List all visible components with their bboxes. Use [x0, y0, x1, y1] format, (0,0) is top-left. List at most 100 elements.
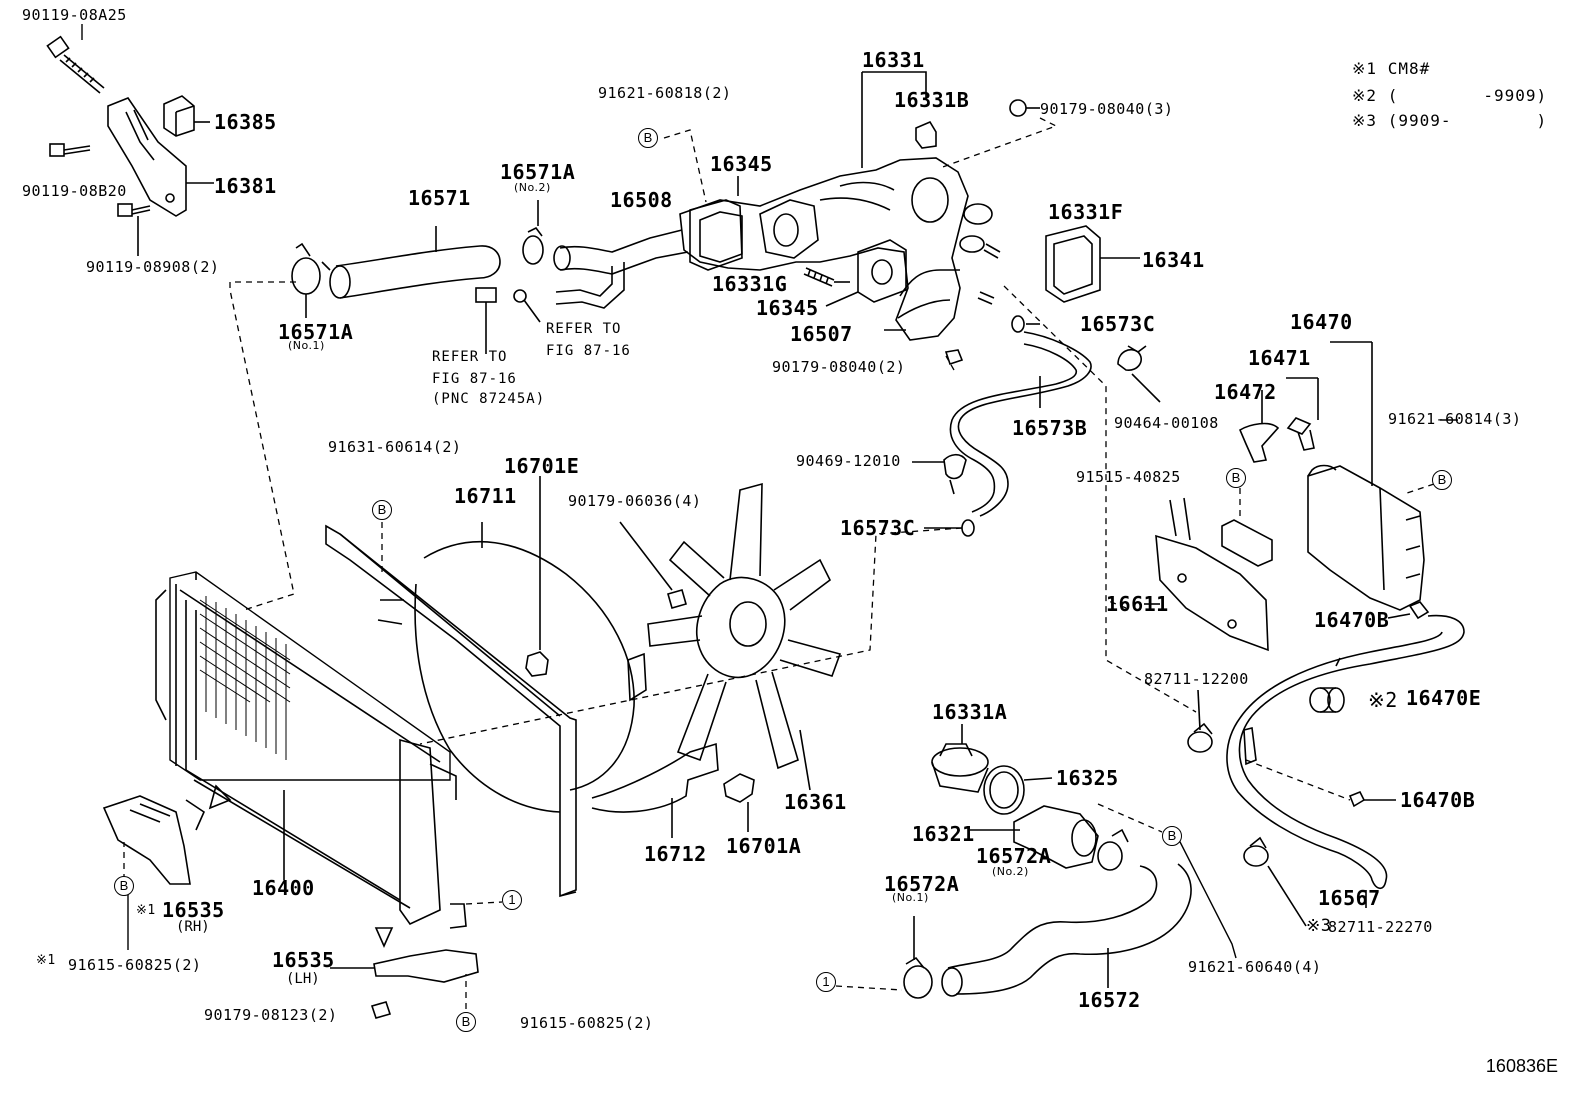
marker-b-91631-60614: B — [372, 500, 392, 520]
plug-16331B — [915, 120, 937, 149]
part-label-16571A-top: 16571A — [500, 160, 576, 184]
marker-b-91621-60640: B — [1162, 826, 1182, 846]
part-label-16345-top: 16345 — [710, 152, 773, 176]
bolt-90119-08B20 — [49, 143, 91, 157]
bracket-16701E — [525, 476, 549, 677]
part-label-16341: 16341 — [1142, 248, 1205, 272]
clamp-16572A-no1 — [903, 916, 933, 999]
marker-b-91515-40825: B — [1226, 468, 1246, 488]
legend-text: ( -9909) — [1387, 86, 1548, 105]
part-label-90464-00108: 90464-00108 — [1114, 414, 1219, 432]
legend-item-2: ※2 ( -9909) — [1352, 88, 1547, 104]
part-label-16331B: 16331B — [894, 88, 970, 112]
part-label-90179-08040-2: 90179-08040(2) — [772, 358, 906, 376]
hose-16472 — [1238, 390, 1280, 463]
part-label-16470B-mid: 16470B — [1400, 788, 1476, 812]
legend-text: (9909- ) — [1387, 111, 1548, 130]
part-label-16701A: 16701A — [726, 834, 802, 858]
ref-note-b-line3: (PNC 87245A) — [432, 391, 546, 407]
part-label-90119-08B20: 90119-08B20 — [22, 182, 127, 200]
part-sublabel-16535-lh: (LH) — [286, 971, 320, 987]
part-label-16325: 16325 — [1056, 766, 1119, 790]
ref-note-a-line1: REFER TO — [546, 321, 622, 337]
part-label-90469-12010: 90469-12010 — [796, 452, 901, 470]
part-label-91515-40825: 91515-40825 — [1076, 468, 1181, 486]
gasket-16325 — [983, 765, 1053, 815]
shroud-lower-16712 — [591, 742, 719, 838]
ref-note-a-line2: FIG 87-16 — [546, 343, 631, 359]
gasket-16341 — [1045, 225, 1140, 303]
part-label-16508: 16508 — [610, 188, 673, 212]
clamp-16571A-no2 — [522, 200, 544, 265]
hose-16573B — [949, 331, 1092, 517]
nut-90179-08040-low — [944, 349, 964, 366]
part-label-16331A: 16331A — [932, 700, 1008, 724]
bolts-right-outlet — [977, 243, 1001, 305]
bushing-16470E — [1309, 687, 1345, 713]
hose-16571 — [329, 226, 501, 299]
cap-16471 — [1286, 377, 1319, 451]
part-label-90179-08040-3: 90179-08040(3) — [1040, 100, 1174, 118]
part-label-16573C-top: 16573C — [1080, 312, 1156, 336]
marker-b-91621-60814: B — [1432, 470, 1452, 490]
cushion-16385 — [163, 95, 210, 137]
marker-b-91621-60818: B — [638, 128, 658, 148]
part-label-16573B: 16573B — [1012, 416, 1088, 440]
part-label-16611: 16611 — [1106, 592, 1169, 616]
legend-mark: ※2 — [1352, 86, 1378, 105]
part-label-16331: 16331 — [862, 48, 925, 72]
bracket-16611 — [1144, 497, 1273, 652]
bracket-16535-rh — [102, 795, 206, 885]
part-label-90179-06036: 90179-06036(4) — [568, 492, 702, 510]
part-sublabel-16572A-low: (No.1) — [892, 891, 929, 904]
part-label-91621-60814: 91621-60814(3) — [1388, 410, 1522, 428]
solid-leaders — [81, 24, 1458, 959]
part-sublabel-16572A-mid: (No.2) — [992, 865, 1029, 878]
fan-16361 — [647, 482, 842, 791]
part-label-16385: 16385 — [214, 110, 277, 134]
part-label-16331F: 16331F — [1048, 200, 1124, 224]
clamp-82711-22270 — [1243, 836, 1307, 927]
part-label-16470E-mark: ※2 — [1368, 688, 1398, 712]
part-label-82711-12200: 82711-12200 — [1144, 670, 1249, 688]
hose-16572 — [941, 863, 1192, 997]
part-sublabel-16571A-top: (No.2) — [514, 181, 551, 194]
inlet-16321 — [970, 805, 1099, 869]
pipe-16507 — [884, 269, 960, 331]
water-outlet-16331 — [679, 71, 993, 341]
part-label-16572A-mid: 16572A — [976, 844, 1052, 868]
bracket-16535-lh — [330, 949, 479, 983]
part-label-16507: 16507 — [790, 322, 853, 346]
part-label-16381: 16381 — [214, 174, 277, 198]
clamp-16572A-no2 — [1097, 828, 1129, 871]
reservoir-16470 — [1307, 341, 1425, 611]
legend-item-1: ※1 CM8# — [1352, 61, 1430, 77]
nut-90179-06036 — [619, 521, 687, 609]
part-label-91615-60825-left-mark: ※1 — [36, 953, 56, 968]
part-label-90119-08A25: 90119-08A25 — [22, 6, 127, 24]
gasket-16345-top — [689, 176, 743, 271]
part-label-90119-08908: 90119-08908(2) — [86, 258, 220, 276]
part-label-16573C-mid: 16573C — [840, 516, 916, 540]
part-label-16572A-low: 16572A — [884, 872, 960, 896]
legend-text: CM8# — [1387, 59, 1431, 78]
part-label-16711: 16711 — [454, 484, 517, 508]
part-label-91621-60818: 91621-60818(2) — [598, 84, 732, 102]
part-label-16571A-left: 16571A — [278, 320, 354, 344]
part-label-16535-rh: 16535 — [162, 898, 225, 922]
pipe-16508 — [553, 229, 689, 309]
ref-note-b-line2: FIG 87-16 — [432, 371, 517, 387]
clamp-16573C-top — [1011, 315, 1040, 333]
thermostat-16331A — [931, 724, 989, 793]
figure-code: 160836E — [1485, 1056, 1558, 1076]
nut-90179-08123 — [370, 1001, 392, 1019]
part-label-16470: 16470 — [1290, 310, 1353, 334]
ref-hose-small — [475, 287, 541, 354]
dashed-leaders — [123, 117, 1435, 1020]
part-label-16361: 16361 — [784, 790, 847, 814]
part-label-16472: 16472 — [1214, 380, 1277, 404]
clip-90464-00108 — [1117, 345, 1161, 403]
part-label-16400: 16400 — [252, 876, 315, 900]
part-label-16331G: 16331G — [712, 272, 788, 296]
fan-shroud-16711 — [325, 522, 647, 898]
